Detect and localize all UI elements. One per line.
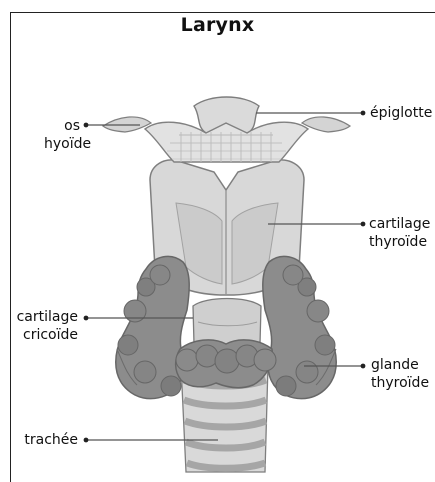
label-cartilage-cricoide-line-2: cricoïde xyxy=(6,326,78,344)
label-cartilage-thyroide-line-1: cartilage xyxy=(369,215,430,233)
label-trachee: trachée xyxy=(18,431,78,449)
label-epiglotte: épiglotte xyxy=(370,104,432,122)
label-glande-thyroide: glande thyroïde xyxy=(371,356,429,392)
leader-dot-os-hyoide xyxy=(84,123,89,128)
leader-dot-glande-thyroide xyxy=(361,364,366,369)
label-cartilage-cricoide: cartilage cricoïde xyxy=(6,308,78,344)
leader-dot-cartilage-thyroide xyxy=(361,222,366,227)
leader-dot-trachee xyxy=(84,438,89,443)
label-glande-thyroide-line-1: glande xyxy=(371,356,429,374)
label-cartilage-thyroide-line-2: thyroïde xyxy=(369,233,430,251)
leader-dot-cartilage-cricoide xyxy=(84,316,89,321)
leader-dot-epiglotte xyxy=(361,111,366,116)
label-cartilage-thyroide: cartilage thyroïde xyxy=(369,215,430,251)
epiglottis-and-hyoid-shape xyxy=(103,97,350,162)
label-os-hyoide-line-1: os xyxy=(44,117,80,135)
label-os-hyoide-line-2: hyoïde xyxy=(44,135,80,153)
label-glande-thyroide-line-2: thyroïde xyxy=(371,374,429,392)
label-os-hyoide: os hyoïde xyxy=(44,117,80,153)
label-cartilage-cricoide-line-1: cartilage xyxy=(6,308,78,326)
